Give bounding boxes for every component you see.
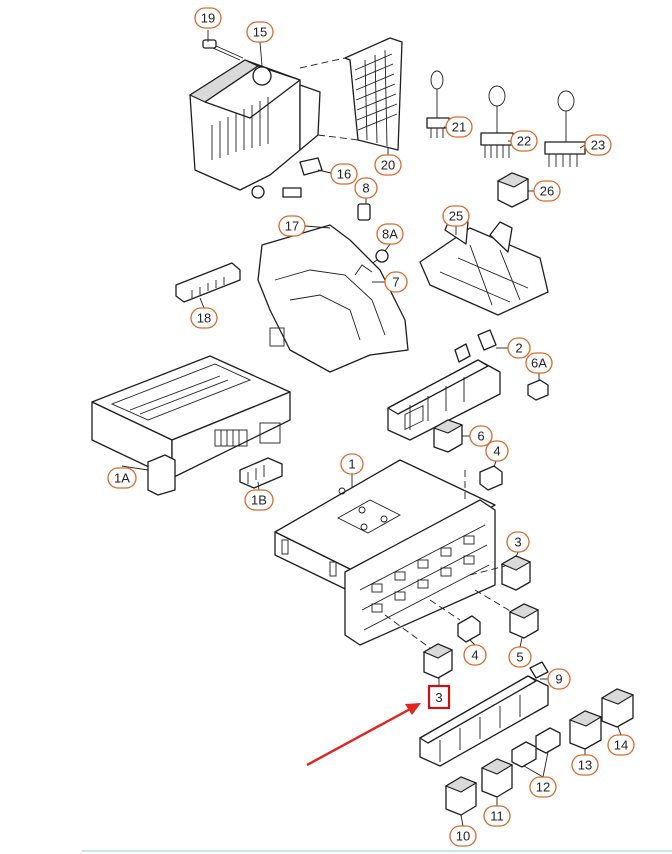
grid-cover-part bbox=[344, 37, 403, 151]
callout-23: 23 bbox=[584, 134, 612, 156]
svg-text:4: 4 bbox=[493, 444, 500, 459]
fuse-12b bbox=[511, 741, 537, 768]
relay-10 bbox=[444, 776, 478, 816]
svg-text:15: 15 bbox=[253, 25, 267, 40]
svg-text:8A: 8A bbox=[382, 227, 398, 242]
svg-text:16: 16 bbox=[337, 167, 351, 182]
callout-9: 9 bbox=[547, 668, 571, 690]
callout-25: 25 bbox=[442, 205, 470, 227]
callout-21: 21 bbox=[445, 116, 473, 138]
svg-text:7: 7 bbox=[392, 275, 399, 290]
callout-12: 12 bbox=[529, 776, 557, 798]
bracket-clip-part bbox=[357, 203, 371, 221]
fuse-4-bottom bbox=[457, 615, 481, 643]
callout-10: 10 bbox=[449, 825, 477, 847]
relay-bracket-25 bbox=[419, 217, 549, 316]
control-unit-1a bbox=[91, 355, 291, 496]
svg-text:3: 3 bbox=[435, 690, 442, 705]
callout-26: 26 bbox=[533, 180, 561, 202]
callout-4-top: 4 bbox=[485, 440, 509, 462]
red-pointer-arrow bbox=[306, 703, 421, 767]
callout-3-right: 3 bbox=[506, 531, 530, 553]
callout-22: 22 bbox=[510, 130, 538, 152]
fuse-6a bbox=[527, 379, 549, 401]
callout-17: 17 bbox=[278, 215, 306, 237]
svg-text:13: 13 bbox=[578, 758, 592, 773]
callout-19: 19 bbox=[194, 7, 222, 29]
svg-text:2: 2 bbox=[515, 341, 522, 356]
svg-text:12: 12 bbox=[536, 780, 550, 795]
callout-6a: 6A bbox=[525, 352, 553, 374]
callout-7: 7 bbox=[384, 271, 408, 293]
svg-text:8: 8 bbox=[362, 181, 369, 196]
relay-13 bbox=[568, 710, 603, 750]
bottom-divider bbox=[82, 850, 672, 852]
svg-text:10: 10 bbox=[456, 829, 470, 844]
svg-text:1: 1 bbox=[348, 457, 355, 472]
svg-text:9: 9 bbox=[555, 672, 562, 687]
plug-part-18 bbox=[175, 262, 241, 303]
callout-20: 20 bbox=[374, 154, 402, 176]
svg-text:21: 21 bbox=[452, 120, 466, 135]
fuse-4-top bbox=[479, 465, 503, 491]
svg-text:6: 6 bbox=[477, 429, 484, 444]
svg-text:23: 23 bbox=[591, 138, 605, 153]
fuse-12a bbox=[535, 727, 561, 754]
svg-text:5: 5 bbox=[516, 650, 523, 665]
relay-panel-2 bbox=[387, 329, 501, 441]
relay-3-highlighted bbox=[422, 643, 454, 679]
svg-text:14: 14 bbox=[614, 738, 628, 753]
callout-4-bottom: 4 bbox=[463, 644, 487, 666]
relay-11 bbox=[480, 758, 514, 798]
callout-8: 8 bbox=[354, 177, 378, 199]
callout-1a: 1A bbox=[107, 467, 137, 489]
callout-1: 1 bbox=[340, 453, 364, 475]
callout-14: 14 bbox=[607, 734, 635, 756]
callout-13: 13 bbox=[571, 754, 599, 776]
svg-text:6A: 6A bbox=[531, 356, 547, 371]
relay-3-right bbox=[500, 555, 532, 591]
connector-part-16 bbox=[282, 157, 323, 198]
svg-text:4: 4 bbox=[471, 648, 478, 663]
svg-text:26: 26 bbox=[540, 184, 554, 199]
callout-1b: 1B bbox=[244, 489, 274, 511]
svg-text:19: 19 bbox=[201, 11, 215, 26]
svg-text:11: 11 bbox=[490, 809, 504, 824]
svg-text:17: 17 bbox=[285, 219, 299, 234]
callout-15: 15 bbox=[246, 21, 274, 43]
svg-text:1A: 1A bbox=[114, 471, 130, 486]
svg-text:1B: 1B bbox=[251, 493, 267, 508]
highlighted-callout-3: 3 bbox=[427, 684, 451, 710]
relay-6 bbox=[432, 419, 464, 453]
svg-text:18: 18 bbox=[197, 311, 211, 326]
callout-16: 16 bbox=[330, 163, 358, 185]
relay-carrier-1 bbox=[274, 459, 496, 646]
svg-text:20: 20 bbox=[381, 158, 395, 173]
housing-bracket-17 bbox=[257, 224, 409, 373]
relay-carrier-housing bbox=[188, 59, 321, 199]
relay-14 bbox=[600, 688, 635, 728]
fuse-puller-large bbox=[544, 90, 586, 167]
connector-1b bbox=[239, 457, 283, 489]
callout-8a: 8A bbox=[376, 223, 404, 245]
svg-text:22: 22 bbox=[517, 134, 531, 149]
callout-6: 6 bbox=[469, 425, 493, 447]
callout-11: 11 bbox=[483, 805, 511, 827]
screw-part bbox=[202, 39, 244, 61]
relay-26 bbox=[496, 172, 530, 208]
fuse-puller-medium bbox=[480, 85, 514, 158]
svg-text:25: 25 bbox=[449, 209, 463, 224]
callout-18: 18 bbox=[190, 307, 218, 329]
leader-lines bbox=[121, 30, 622, 827]
relay-5 bbox=[508, 603, 540, 639]
svg-text:3: 3 bbox=[514, 535, 521, 550]
callout-5: 5 bbox=[508, 646, 532, 668]
callout-2: 2 bbox=[507, 337, 531, 359]
relay-panel-9 bbox=[419, 661, 549, 767]
